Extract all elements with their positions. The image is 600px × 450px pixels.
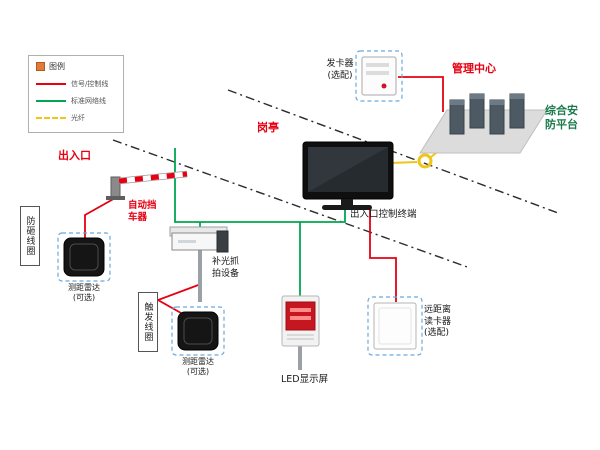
zone-label-management: 管理中心: [452, 62, 496, 75]
loop-radar-2: [177, 311, 219, 351]
legend-item-network: 标准网络线: [36, 96, 116, 106]
camera-label: 补光抓 拍设备: [212, 257, 240, 279]
signal-line-dispenser-platform: [398, 76, 444, 112]
legend-title-text: 图例: [49, 62, 65, 71]
platform-label: 综合安 防平台: [545, 104, 578, 131]
zone-label-entrance: 出入口: [58, 149, 91, 162]
fiber-node: [417, 153, 433, 169]
radar-label-2: 测距雷达 (可选): [182, 357, 214, 377]
legend-item-fiber: 光纤: [36, 113, 116, 123]
anti-smash-coil-label: 防砸线圈: [24, 216, 35, 256]
radar-label-1: 测距雷达 (可选): [68, 283, 100, 303]
trigger-coil-label-box: 触发线圈: [138, 292, 158, 352]
optional-box-radar-1: [57, 232, 111, 282]
card-dispenser: [361, 56, 397, 96]
dispenser-label: 发卡器 (选配): [326, 59, 354, 81]
barrier-label: 自动挡 车器: [128, 200, 157, 224]
fiber-line-terminal: [389, 161, 418, 164]
legend-item-label: 标准网络线: [71, 97, 106, 105]
legend-title: 图例: [36, 61, 116, 72]
terminal-label: 出入口控制终端: [350, 209, 417, 220]
signal-line-barrier-coil: [84, 196, 118, 238]
zone-label-booth: 岗亭: [257, 121, 279, 134]
signal-line-terminal-reader: [369, 206, 397, 302]
led-display: [281, 295, 320, 370]
security-platform-servers: [419, 93, 548, 154]
anti-smash-coil-label-box: 防砸线圈: [20, 206, 40, 266]
legend: 图例 信号/控制线 标准网络线 光纤: [28, 55, 124, 133]
legend-item-label: 信号/控制线: [71, 80, 109, 88]
loop-radar-1: [63, 237, 105, 277]
optional-box-reader: [367, 296, 423, 356]
optional-box-radar-2: [171, 306, 225, 356]
trigger-coil-label: 触发线圈: [142, 302, 153, 342]
terminal-monitor: [302, 141, 394, 210]
network-line-terminal-camera: [174, 148, 346, 223]
optional-box-dispenser: [355, 50, 403, 102]
legend-icon: [36, 62, 45, 71]
long-range-reader: [373, 302, 417, 350]
led-label: LED显示屏: [281, 374, 329, 385]
signal-line-camera-trigger-coil: [155, 283, 202, 314]
legend-item-signal: 信号/控制线: [36, 79, 116, 89]
barrier-gate: [106, 170, 188, 200]
fiber-line-swatch: [36, 117, 66, 119]
capture-camera: [169, 226, 229, 302]
zone-divider-left: [112, 139, 471, 269]
reader-label: 远距离 读卡器 (选配): [424, 305, 452, 339]
legend-item-label: 光纤: [71, 114, 85, 122]
signal-line-swatch: [36, 83, 66, 85]
network-line-swatch: [36, 100, 66, 102]
